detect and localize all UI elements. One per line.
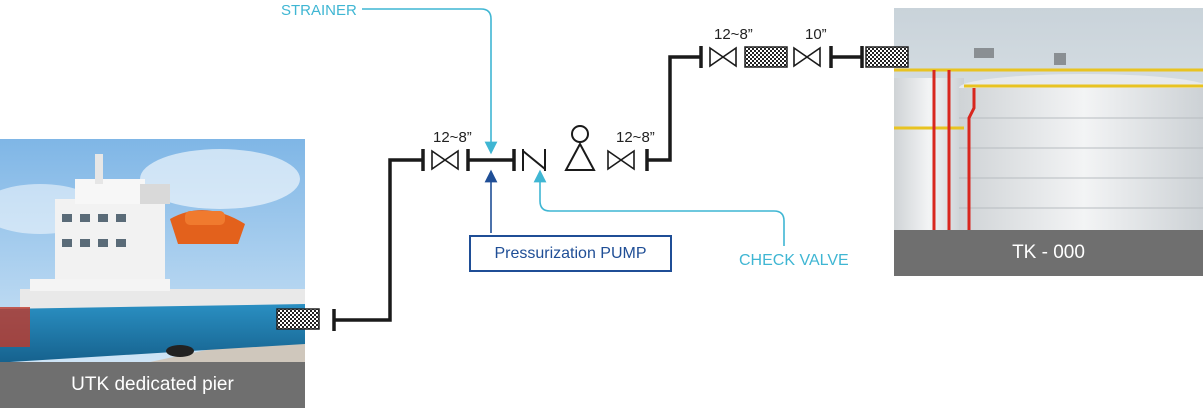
tank-caption: TK - 000 xyxy=(894,230,1203,276)
valve-size-label-1: 12~8” xyxy=(433,129,472,146)
gate-valve-1 xyxy=(431,149,459,171)
pump-label-box: Pressurization PUMP xyxy=(469,235,672,272)
strainer-callout-line xyxy=(362,8,498,155)
strainer-label: STRAINER xyxy=(281,2,357,19)
tank-photo: TK - 000 xyxy=(894,8,1203,276)
pipe-flanges xyxy=(332,46,864,331)
gate-valve-4 xyxy=(793,46,821,68)
check-valve-callout-line xyxy=(533,169,785,246)
strainer-block-tank xyxy=(865,46,909,68)
check-valve-label: CHECK VALVE xyxy=(739,252,849,269)
valve-size-label-3: 12~8” xyxy=(714,26,753,43)
valve-size-label-2: 12~8” xyxy=(616,129,655,146)
valve-size-label-4: 10” xyxy=(805,26,827,43)
strainer-block-upper xyxy=(744,46,788,68)
gate-valve-2 xyxy=(607,149,635,171)
pier-caption: UTK dedicated pier xyxy=(0,362,305,408)
check-valve-symbol xyxy=(522,149,546,171)
gate-valve-3 xyxy=(709,46,737,68)
pump-symbol xyxy=(564,125,596,171)
pipeline xyxy=(334,55,862,322)
pier-photo: UTK dedicated pier xyxy=(0,139,305,408)
strainer-block-pier xyxy=(276,308,320,330)
